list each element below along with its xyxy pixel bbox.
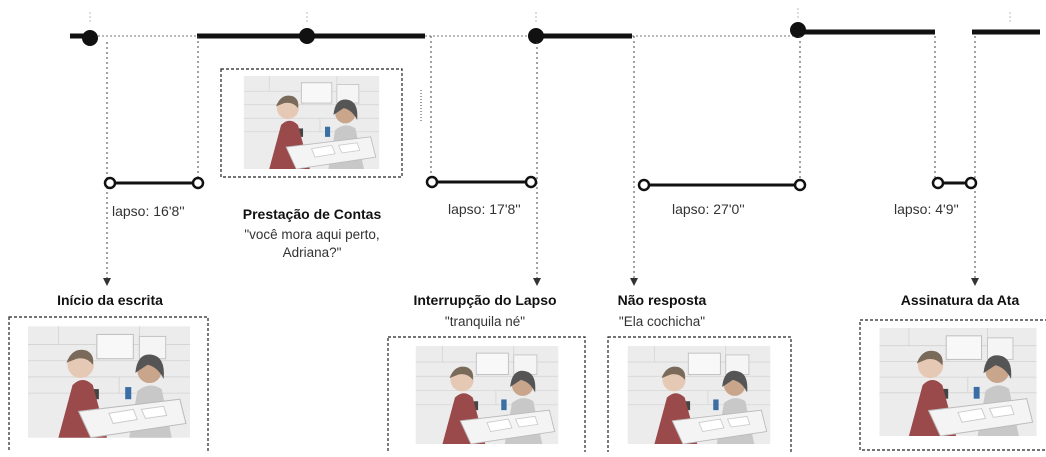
lapse-endpoint xyxy=(931,176,945,190)
photo-inicio xyxy=(28,326,190,438)
lapse-endpoint xyxy=(793,178,807,192)
photo-frame-inicio xyxy=(8,316,209,457)
photo-frame-assinatura xyxy=(859,319,1046,451)
event-quote-prestacao-line2: Adriana?" xyxy=(283,245,342,260)
lapse-endpoint xyxy=(524,175,538,189)
event-dot xyxy=(528,28,544,44)
lapse-endpoint xyxy=(425,175,439,189)
photo-nao-resposta xyxy=(627,346,771,444)
connectors xyxy=(103,36,979,286)
lapse-endpoint xyxy=(964,176,978,190)
photo-prestacao xyxy=(243,76,380,169)
photo-interrupcao xyxy=(415,346,559,444)
event-title-inicio: Início da escrita xyxy=(57,292,163,308)
event-title-nao-resposta: Não resposta xyxy=(618,292,707,308)
event-dot xyxy=(299,28,315,44)
lapse-label-1: lapso: 16'8'' xyxy=(112,203,185,219)
lapse-bars xyxy=(103,175,978,192)
event-title-interrupcao: Interrupção do Lapso xyxy=(413,292,556,308)
lapse-label-4: lapso: 4'9'' xyxy=(894,201,959,217)
event-quote-interrupcao: "tranquila né" xyxy=(445,314,525,329)
event-title-assinatura: Assinatura da Ata xyxy=(901,292,1020,308)
lapse-endpoint xyxy=(637,178,651,192)
lapse-endpoint xyxy=(103,176,117,190)
lapse-endpoint xyxy=(191,176,205,190)
lapse-label-3: lapso: 27'0'' xyxy=(672,201,745,217)
photo-frame-interrupcao xyxy=(387,336,586,457)
lapse-label-2: lapso: 17'8'' xyxy=(448,201,521,217)
event-dot xyxy=(790,22,806,38)
photo-frame-prestacao xyxy=(220,68,403,178)
top-timeline xyxy=(70,8,1040,46)
event-quote-nao-resposta: "Ela cochicha" xyxy=(619,314,705,329)
event-title-prestacao: Prestação de Contas xyxy=(243,206,382,222)
event-dot xyxy=(82,30,98,46)
photo-assinatura xyxy=(878,328,1038,436)
event-quote-prestacao-line1: "você mora aqui perto, xyxy=(244,227,379,242)
photo-frame-nao-resposta xyxy=(607,336,792,457)
